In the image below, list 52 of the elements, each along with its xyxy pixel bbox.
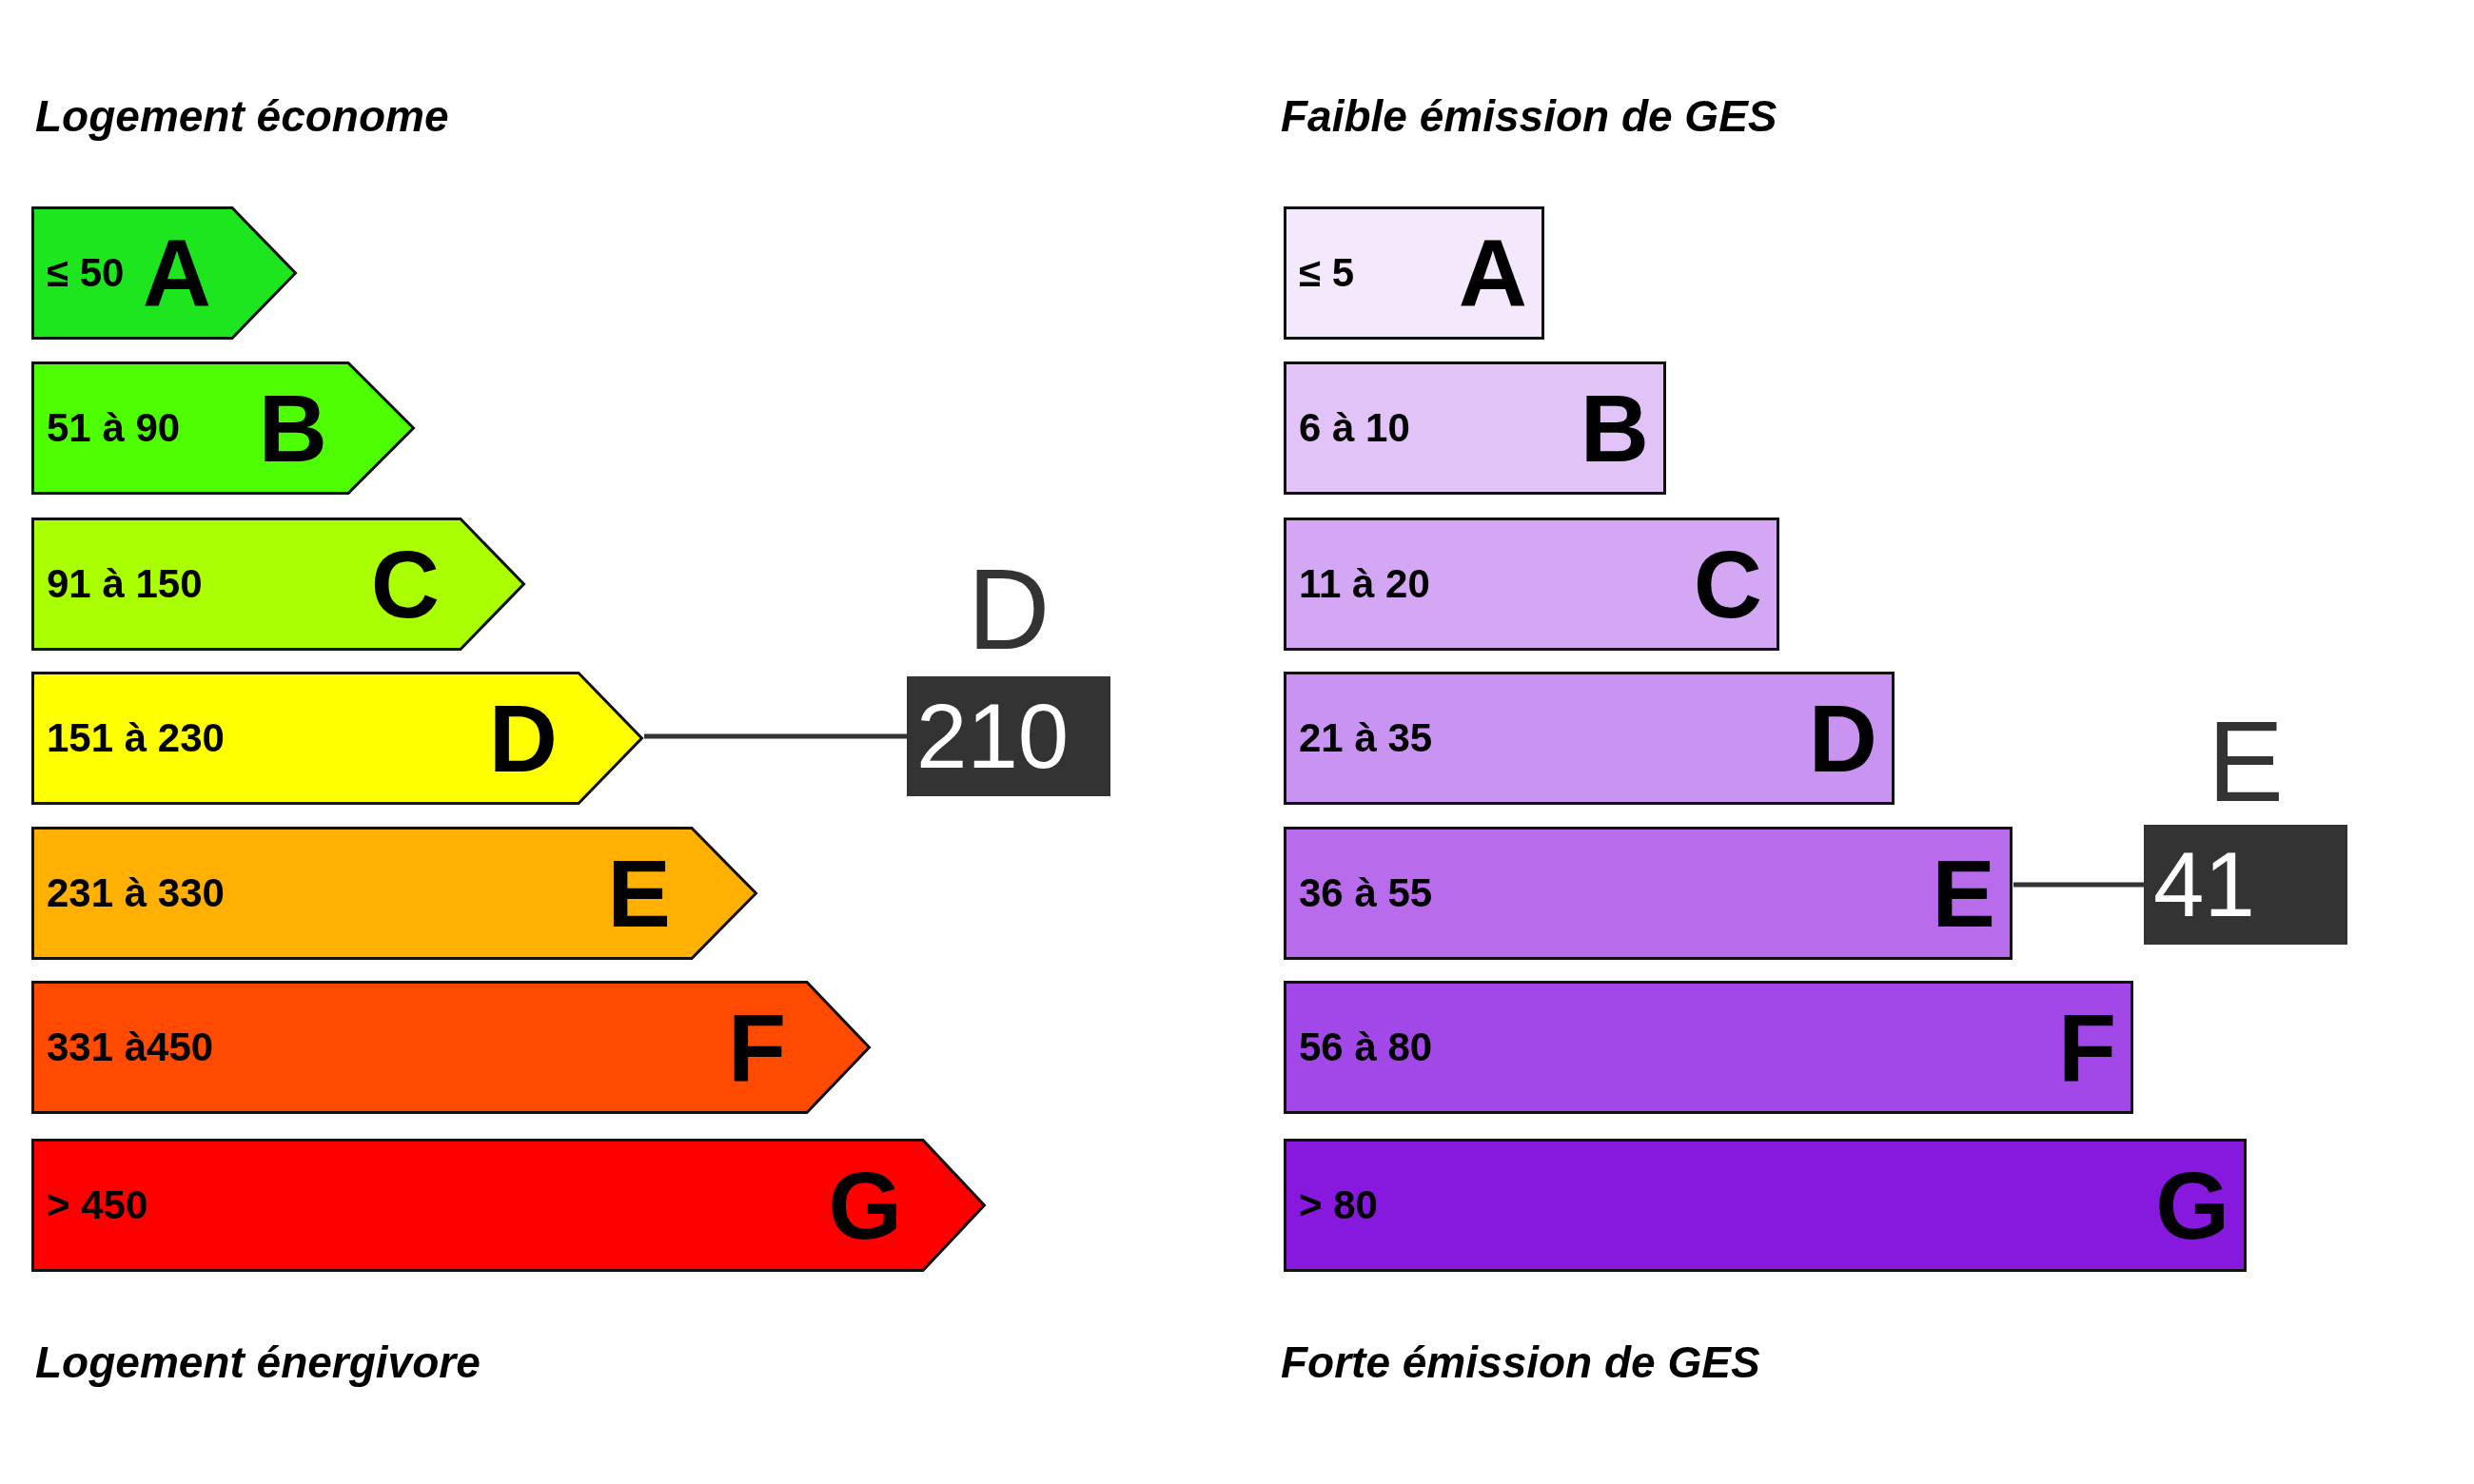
- indicator-line: [644, 733, 907, 739]
- scale-caption: Faible émission de GES: [1281, 90, 1777, 142]
- emission-class-bar: [1284, 981, 2133, 1114]
- value-badge: 210: [907, 676, 1110, 796]
- range-text: > 450: [47, 1182, 148, 1228]
- emission-class-bar: [1284, 827, 2013, 960]
- class-letter: F: [727, 1000, 786, 1095]
- range-text: 21 à 35: [1299, 715, 1433, 761]
- energy-class-band: [31, 981, 871, 1114]
- range-text: 36 à 55: [1299, 870, 1433, 916]
- range-text: 91 à 150: [47, 561, 203, 607]
- indicator-line: [2013, 882, 2144, 888]
- range-text: 231 à 330: [47, 870, 225, 916]
- range-text: 56 à 80: [1299, 1025, 1433, 1070]
- class-letter: D: [966, 552, 1051, 666]
- range-text: 331 à450: [47, 1025, 214, 1070]
- emission-class-bar: [1284, 672, 1895, 805]
- range-text: 151 à 230: [47, 715, 225, 761]
- class-letter: F: [2057, 1000, 2116, 1095]
- class-letter: D: [1808, 691, 1877, 786]
- range-text: > 80: [1299, 1182, 1378, 1228]
- class-letter: E: [1932, 846, 1995, 941]
- range-text: ≤ 5: [1299, 250, 1355, 296]
- class-letter: B: [258, 381, 327, 476]
- class-letter: D: [488, 691, 558, 786]
- range-text: ≤ 50: [47, 250, 125, 296]
- energy-class-band: [31, 1139, 986, 1272]
- energy-class-band: [31, 672, 643, 805]
- class-letter: C: [370, 537, 440, 632]
- class-letter: G: [2155, 1158, 2229, 1253]
- class-letter: A: [142, 225, 211, 321]
- class-letter: G: [828, 1158, 902, 1253]
- emission-class-bar: [1284, 517, 1779, 651]
- energy-class-band: [31, 206, 297, 340]
- emission-class-bar: [1284, 361, 1666, 495]
- class-letter: A: [1458, 225, 1527, 321]
- scale-caption: Logement économe: [35, 90, 449, 142]
- scale-caption: Logement énergivore: [35, 1337, 481, 1388]
- energy-class-band: [31, 827, 757, 960]
- class-letter: E: [2206, 704, 2285, 818]
- range-text: 6 à 10: [1299, 405, 1410, 451]
- scale-caption: Forte émission de GES: [1281, 1337, 1760, 1388]
- value-badge: 41: [2144, 825, 2347, 945]
- emission-class-bar: [1284, 206, 1544, 340]
- range-text: 11 à 20: [1299, 561, 1430, 607]
- class-letter: C: [1693, 537, 1762, 632]
- energy-class-band: [31, 517, 525, 651]
- class-letter: B: [1580, 381, 1649, 476]
- emission-class-bar: [1284, 1139, 2247, 1272]
- energy-class-band: [31, 361, 415, 495]
- range-text: 51 à 90: [47, 405, 181, 451]
- class-letter: E: [607, 846, 671, 941]
